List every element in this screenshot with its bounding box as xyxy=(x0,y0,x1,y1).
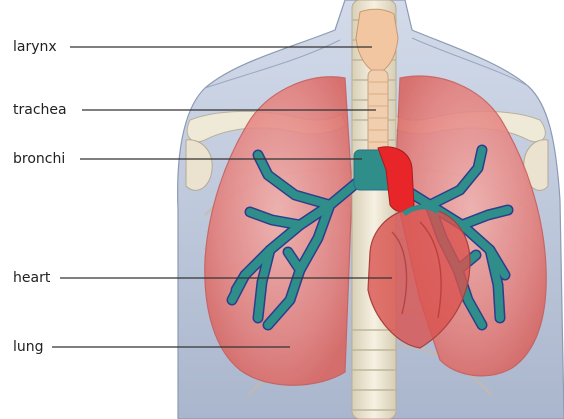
label-heart: heart xyxy=(13,270,50,286)
label-lung: lung xyxy=(13,339,44,355)
label-bronchi: bronchi xyxy=(13,151,65,167)
label-larynx: larynx xyxy=(13,39,57,55)
label-trachea: trachea xyxy=(13,102,67,118)
